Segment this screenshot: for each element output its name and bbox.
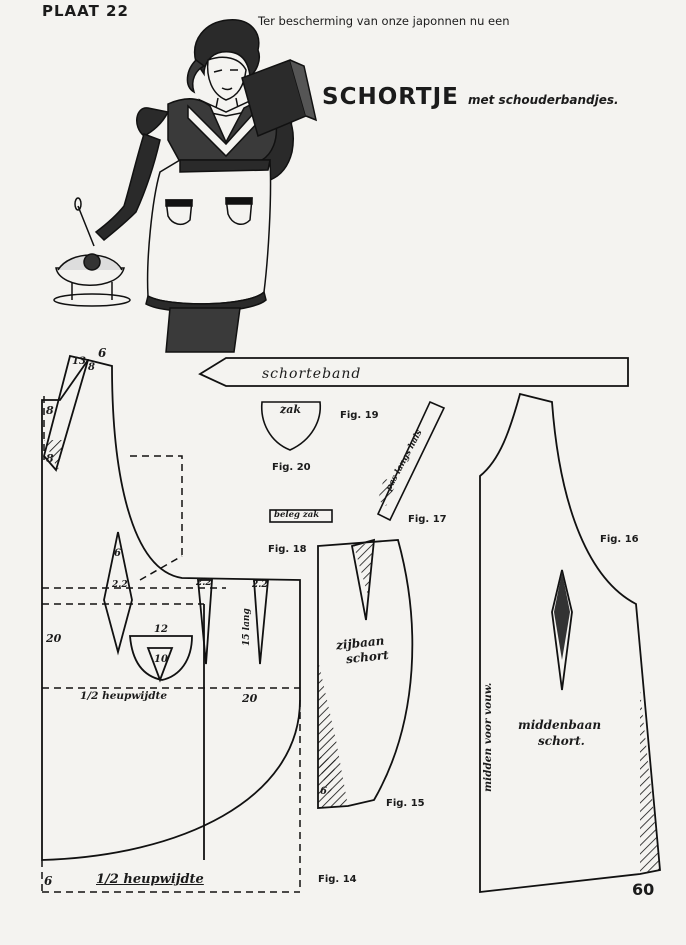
middenbaan-label-2: schort. — [538, 734, 585, 748]
measure-8a: 8 — [88, 362, 95, 373]
midden-voor-vouw-label: midden voor vouw. — [482, 682, 494, 792]
heupwijdte-label-1: 1/2 heupwijdte — [80, 690, 168, 702]
page-title-sub: met schouderbandjes. — [468, 93, 619, 107]
fig19-label: Fig. 19 — [340, 410, 379, 421]
beleg-zak-pattern — [269, 509, 333, 523]
measure-20-left: 20 — [46, 632, 62, 645]
measure-2-2a: 2.2 — [112, 580, 128, 590]
heupwijdte-label-2: 1/2 heupwijdte — [96, 872, 204, 887]
fig16-label: Fig. 16 — [600, 534, 639, 545]
measure-12: 12 — [154, 624, 168, 635]
measure-8c: 8 — [46, 452, 54, 465]
measure-6-fig15: 6 — [320, 786, 327, 797]
measure-13: 13 — [72, 356, 86, 367]
measure-6-top: 6 — [98, 346, 107, 360]
fig14-label: Fig. 14 — [318, 874, 357, 885]
zijbaan-pattern — [317, 538, 414, 809]
schorteband-pattern — [198, 357, 629, 387]
measure-6-bottom: 6 — [44, 874, 53, 888]
zak-label: zak — [280, 403, 301, 416]
measure-10: 10 — [154, 654, 168, 665]
beleg-zak-label: beleg zak — [274, 510, 320, 520]
apron-illustration — [53, 19, 318, 353]
measure-6-dart: 6 — [114, 548, 121, 559]
fig15-label: Fig. 15 — [386, 798, 425, 809]
schorteband-label: schorteband — [262, 366, 362, 382]
zak-pattern — [260, 401, 322, 451]
middenbaan-pattern — [479, 392, 661, 894]
middenbaan-label-1: middenbaan — [518, 718, 602, 732]
fig14-pattern — [41, 354, 301, 893]
subtitle: Ter bescherming van onze japonnen nu een — [258, 14, 510, 28]
measure-60: 60 — [632, 880, 655, 899]
fig17-label: Fig. 17 — [408, 514, 447, 525]
measure-8b: 8 — [46, 404, 54, 417]
measure-2-2c: 2.2 — [252, 580, 268, 590]
pas-langs-hals-pattern — [376, 400, 446, 522]
measure-2-2b: 2.2 — [196, 578, 212, 588]
lang-label: 15 lang — [242, 608, 252, 646]
fig18-label: Fig. 18 — [268, 544, 307, 555]
fig20-label: Fig. 20 — [272, 462, 311, 473]
measure-20-bottom: 20 — [242, 692, 258, 705]
plate-number: PLAAT 22 — [42, 2, 129, 20]
page-title: SCHORTJE — [322, 84, 459, 110]
